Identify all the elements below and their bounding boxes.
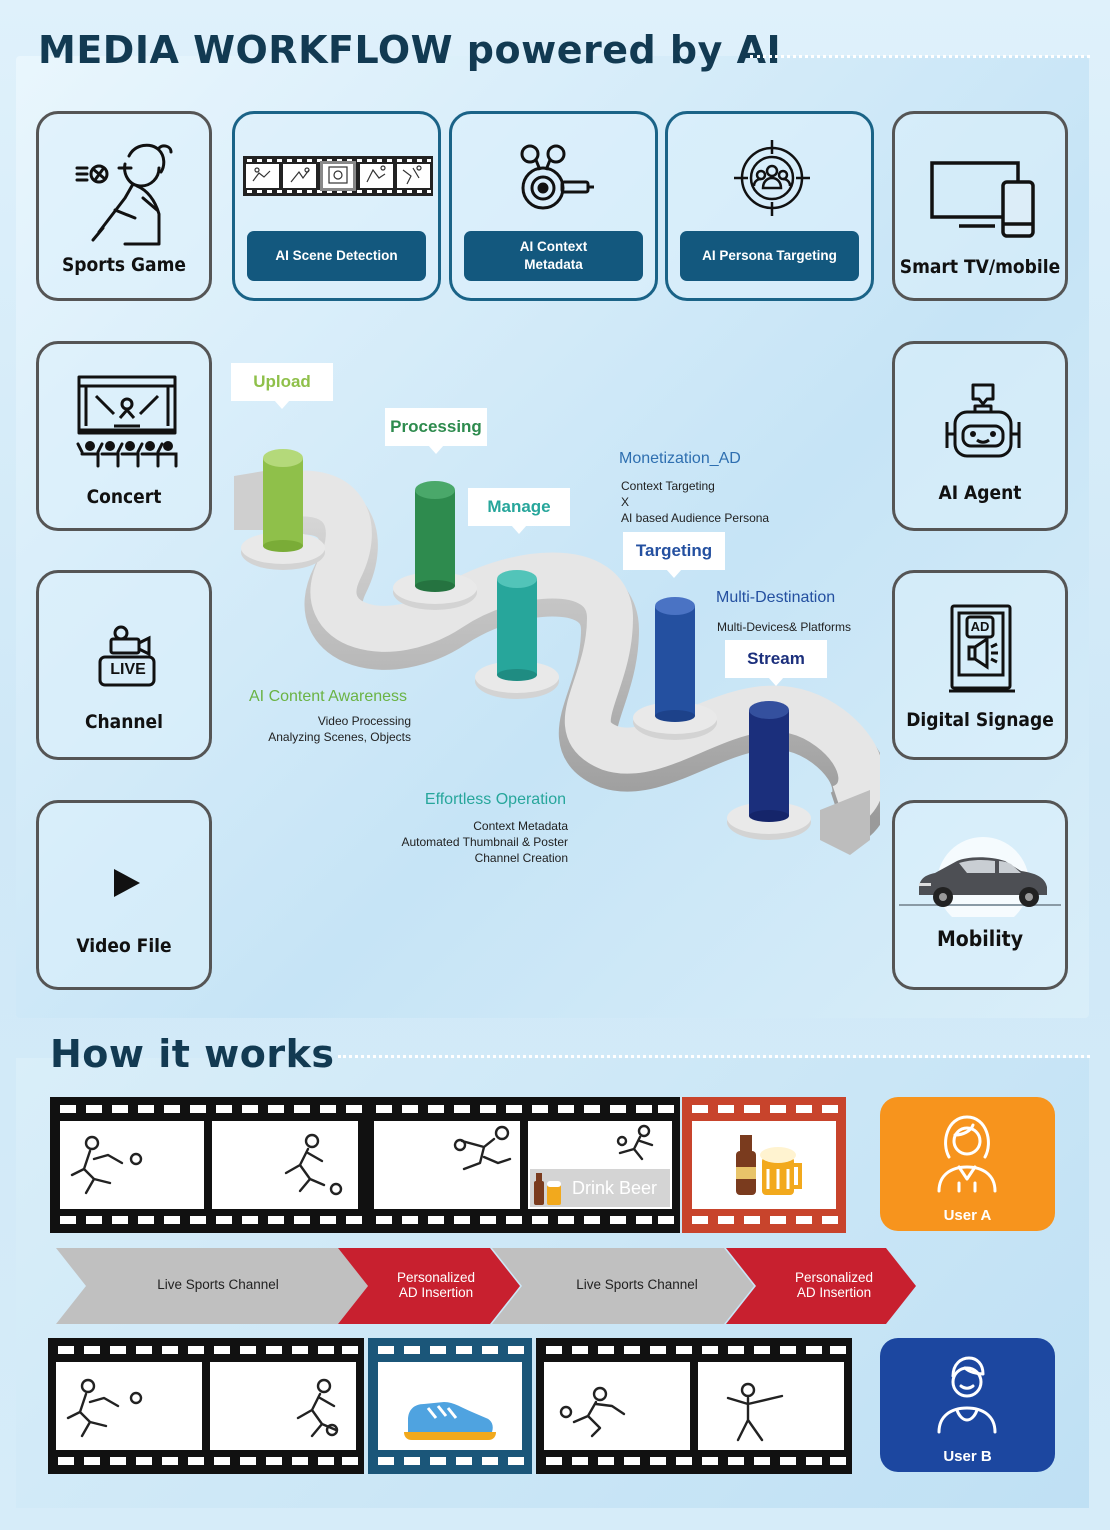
- target-ring-icon: [520, 144, 594, 210]
- awareness-title: AI Content Awareness: [249, 688, 408, 705]
- chevron-ad-1-line-1: Personalized: [396, 1270, 476, 1285]
- upload-callout: Upload: [231, 363, 333, 409]
- how-title: How it works: [50, 1032, 335, 1076]
- film-strip-user-a: [50, 1097, 846, 1233]
- source-card-concert[interactable]: Concert: [36, 341, 212, 531]
- user-b-card[interactable]: User B: [880, 1338, 1055, 1472]
- source-card-video-file[interactable]: Video File: [36, 800, 212, 990]
- persona-target-icon: [734, 140, 810, 216]
- processing-cylinder: [393, 481, 477, 610]
- ai-context-line-2: Metadata: [524, 257, 583, 272]
- live-badge: LIVE: [110, 661, 146, 678]
- concert-label: Concert: [86, 486, 162, 508]
- sports-game-label: Sports Game: [62, 254, 186, 276]
- dest-card-ai-agent[interactable]: AI Agent: [892, 341, 1068, 531]
- stream-callout: Stream: [725, 640, 827, 686]
- soccer-player-icon: [66, 1378, 784, 1442]
- source-card-channel[interactable]: LIVE Channel: [36, 570, 212, 760]
- robot-icon: [945, 383, 1021, 458]
- multidest-text: Multi-Devices& Platforms: [717, 620, 852, 634]
- awareness-line-1: Video Processing: [317, 714, 411, 728]
- chevron-ad-1: [338, 1248, 520, 1324]
- woman-icon: [937, 1115, 997, 1193]
- upload-cylinder: [241, 449, 325, 570]
- awareness-line-2: Analyzing Scenes, Objects: [268, 730, 411, 744]
- chevron-live-1-label: Live Sports Channel: [157, 1277, 279, 1292]
- source-card-sports-game[interactable]: Sports Game: [36, 111, 212, 301]
- beer-icon: [534, 1135, 802, 1205]
- pipeline-path: [234, 470, 880, 855]
- channel-label: Channel: [84, 711, 164, 733]
- ai-card-scene-detection[interactable]: AI Scene Detection: [232, 111, 441, 301]
- tv-mobile-icon: [930, 161, 1035, 238]
- operation-text: Context Metadata Automated Thumbnail & P…: [380, 818, 568, 866]
- ai-persona-targeting-button[interactable]: AI Persona Targeting: [680, 231, 859, 281]
- chevron-flow: [56, 1248, 916, 1324]
- monetization-title: Monetization_AD: [619, 450, 741, 467]
- monetization-line-2: X: [621, 495, 630, 509]
- car-icon: [899, 837, 1061, 917]
- manage-cylinder: [475, 570, 559, 699]
- user-b-label: User B: [943, 1448, 992, 1465]
- dest-card-digital-signage[interactable]: AD Digital Signage: [892, 570, 1068, 760]
- processing-callout: Processing: [385, 408, 487, 454]
- user-a-card[interactable]: User A: [880, 1097, 1055, 1231]
- smart-tv-label: Smart TV/mobile: [899, 256, 1061, 278]
- how-dots: [338, 1055, 1090, 1058]
- operation-line-3: Channel Creation: [474, 851, 568, 865]
- chevron-ad-1-label: Personalized AD Insertion: [372, 1270, 500, 1300]
- man-icon: [937, 1356, 997, 1434]
- drink-beer-text: Drink Beer: [572, 1178, 658, 1198]
- chevron-live-1: [56, 1248, 368, 1324]
- chevron-ad-2-line-1: Personalized: [794, 1270, 874, 1285]
- stage-concert-icon: [76, 375, 178, 468]
- baseball-batter-icon: [75, 143, 173, 246]
- operation-line-2: Automated Thumbnail & Poster: [401, 835, 568, 849]
- digital-signage-label: Digital Signage: [906, 709, 1054, 731]
- manage-callout: Manage: [468, 488, 570, 534]
- chevron-live-2-label: Live Sports Channel: [576, 1277, 698, 1292]
- soccer-player-icon: [70, 1124, 654, 1196]
- targeting-callout: Targeting: [623, 532, 725, 578]
- operation-title: Effortless Operation: [424, 791, 566, 808]
- title-dots: [750, 55, 1090, 58]
- multidest-title: Multi-Destination: [716, 589, 836, 606]
- sneaker-icon: [404, 1402, 496, 1440]
- chevron-live-2: [492, 1248, 754, 1324]
- video-file-label: Video File: [76, 935, 172, 957]
- dest-card-mobility[interactable]: Mobility: [892, 800, 1068, 990]
- play-icon: [114, 869, 140, 897]
- dest-card-smart-tv[interactable]: Smart TV/mobile: [892, 111, 1068, 301]
- monetization-text: Context Targeting X AI based Audience Pe…: [621, 478, 769, 526]
- user-a-label: User A: [943, 1207, 992, 1224]
- page-title: MEDIA WORKFLOW powered by AI: [38, 28, 782, 72]
- film-strip-icon: [243, 156, 433, 196]
- mobility-label: Mobility: [936, 927, 1024, 951]
- monetization-line-3: AI based Audience Persona: [621, 511, 770, 525]
- operation-line-1: Context Metadata: [473, 819, 568, 833]
- awareness-text: Video Processing Analyzing Scenes, Objec…: [250, 713, 411, 745]
- ad-badge: AD: [970, 619, 990, 634]
- monetization-line-1: Context Targeting: [621, 479, 715, 493]
- film-strip-user-b: [48, 1338, 852, 1474]
- ai-card-persona-targeting[interactable]: AI Persona Targeting: [665, 111, 874, 301]
- targeting-cylinder: [633, 597, 717, 740]
- ai-scene-detection-button[interactable]: AI Scene Detection: [247, 231, 426, 281]
- chevron-ad-1-line-2: AD Insertion: [398, 1285, 474, 1300]
- stream-cylinder: [727, 701, 811, 840]
- ai-card-context-metadata[interactable]: AI Context Metadata: [449, 111, 658, 301]
- chevron-ad-2-label: Personalized AD Insertion: [770, 1270, 898, 1300]
- ai-agent-label: AI Agent: [938, 482, 1022, 504]
- live-camera-icon: [98, 625, 156, 687]
- chevron-ad-2: [726, 1248, 916, 1324]
- ai-context-line-1: AI Context: [519, 238, 588, 254]
- ai-context-metadata-button[interactable]: AI Context Metadata: [464, 231, 643, 281]
- chevron-ad-2-line-2: AD Insertion: [796, 1285, 872, 1300]
- ad-signage-icon: [949, 604, 1015, 693]
